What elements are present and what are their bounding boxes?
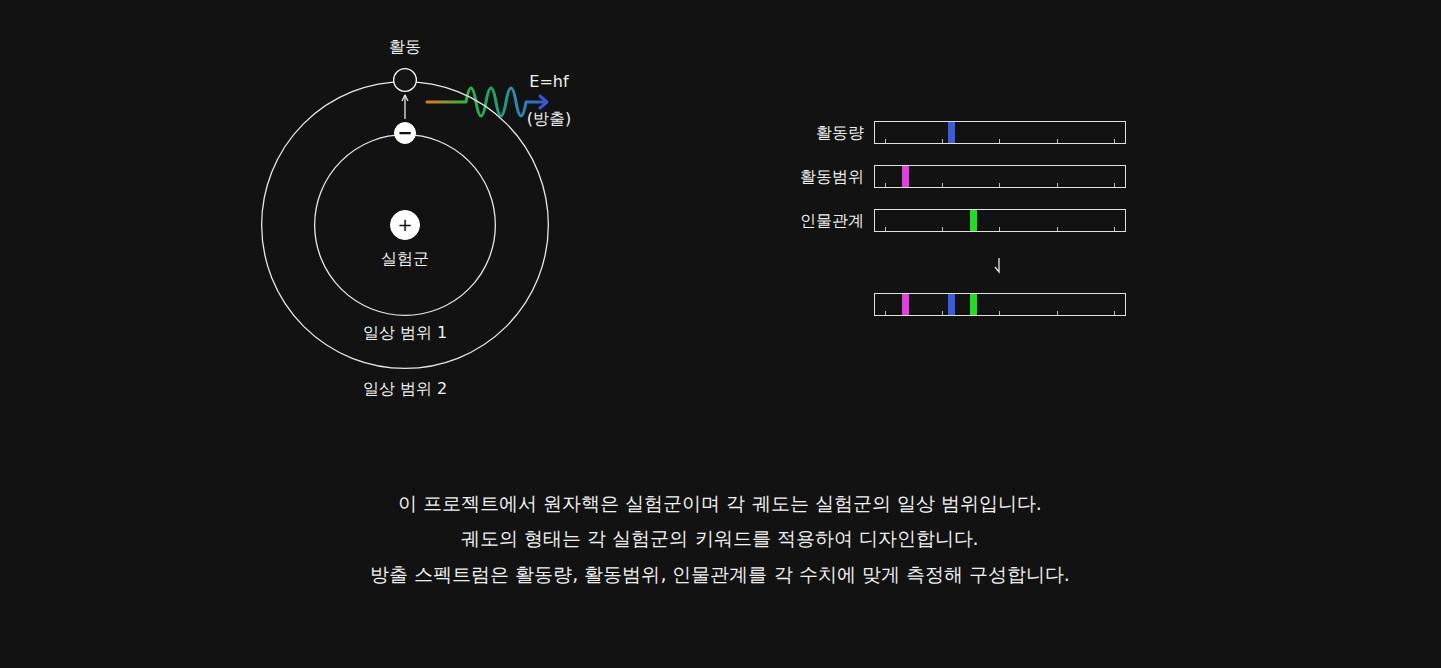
node-label: 활동범위 [800, 167, 864, 187]
spectrum-bar-outline [874, 165, 1126, 188]
spectrum-line [970, 210, 977, 231]
spectrum-bar-outline [874, 209, 1126, 232]
tick-mark [885, 227, 886, 231]
annotation: (방출) [527, 109, 571, 129]
spectrum-line [970, 294, 977, 315]
spectrum-line [902, 294, 909, 315]
symbol-text: + [390, 210, 420, 240]
node-label: 활동 [389, 37, 421, 57]
node-label: 실험군 [381, 249, 429, 269]
orbit-ring: 일상 범위 1+실험군 [314, 134, 496, 316]
spectrum-line [948, 122, 955, 143]
caption-line: 이 프로젝트에서 원자핵은 실험군이며 각 궤도는 실험군의 일상 범위입니다. [398, 493, 1041, 513]
bar-frame [875, 210, 1126, 232]
photon-arrowhead [540, 96, 547, 108]
tick-mark [942, 183, 943, 187]
arrowhead [402, 95, 408, 101]
spectrum-bar: 인물관계 [874, 209, 1126, 232]
combined-spectrum-bar [875, 294, 1126, 316]
tick-mark [885, 183, 886, 187]
bar-frame [875, 122, 1126, 144]
annotation: E=hf [529, 72, 568, 92]
tick-mark [1114, 183, 1115, 187]
tick-mark [942, 227, 943, 231]
orbit-ring: 일상 범위 2일상 범위 1+실험군− [261, 81, 549, 369]
tick-mark [1057, 183, 1058, 187]
spectrum-bar-outline [874, 121, 1126, 144]
nucleus-circle [391, 211, 420, 240]
tick-mark [999, 139, 1000, 143]
tick-mark [942, 139, 943, 143]
tick-mark [1114, 227, 1115, 231]
bar-frame [875, 166, 1126, 188]
electron: 활동 [393, 68, 417, 92]
transition-arrow [402, 95, 408, 119]
node-label: 일상 범위 1 [363, 323, 447, 343]
symbol-text: − [394, 122, 416, 144]
spectrum-line [902, 166, 909, 187]
node-label: 활동량 [816, 123, 864, 143]
connector-line [404, 95, 405, 119]
tick-mark [999, 227, 1000, 231]
electron: − [394, 122, 416, 144]
electron-circle [394, 69, 417, 92]
tick-marks [886, 311, 1115, 315]
caption-line: 방출 스펙트럼은 활동량, 활동범위, 인물관계를 각 수치에 맞게 측정해 구… [370, 564, 1069, 584]
orbit-ring-circle [315, 135, 496, 316]
nucleus: +실험군 [390, 210, 420, 240]
spectrum-bar: 활동범위 [874, 165, 1126, 188]
tick-mark [1114, 139, 1115, 143]
electron-circle [395, 123, 416, 144]
spectrum-line [948, 294, 955, 315]
node-label: 일상 범위 2 [363, 379, 447, 399]
caption-line: 궤도의 형태는 각 실험군의 키워드를 적용하여 디자인합니다. [461, 528, 978, 548]
tick-mark [1057, 227, 1058, 231]
orbit-ring-circle [262, 82, 549, 369]
tick-mark [1057, 139, 1058, 143]
node-label: 인물관계 [800, 211, 864, 231]
down-arrow [995, 258, 999, 272]
tick-mark [885, 139, 886, 143]
electron-outline [393, 68, 417, 92]
spectrum-bar: 활동량 [874, 121, 1126, 144]
tick-mark [999, 183, 1000, 187]
